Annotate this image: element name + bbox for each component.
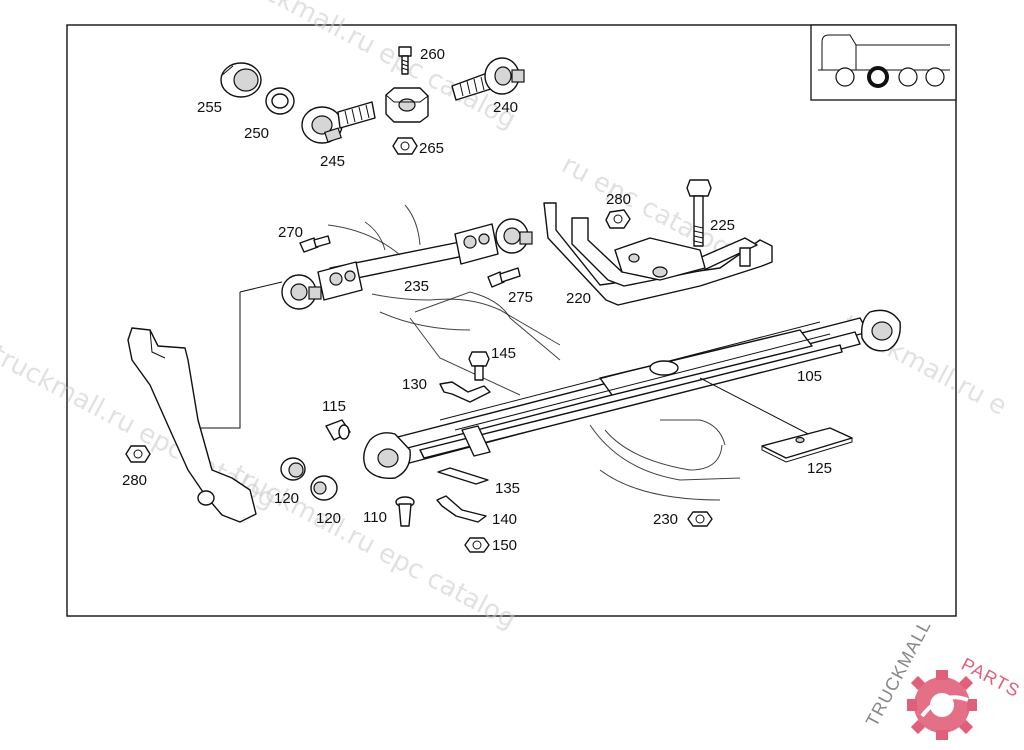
- part-265-nut: [392, 137, 418, 155]
- part-280-nut-top: [605, 209, 631, 229]
- axle-position-icon: [810, 24, 957, 101]
- label-110: 110: [363, 509, 387, 526]
- label-270: 270: [278, 224, 303, 241]
- label-235: 235: [404, 278, 429, 295]
- part-280-nut-left: [125, 445, 151, 463]
- part-125-plate: [761, 427, 853, 463]
- label-260: 260: [420, 46, 445, 63]
- part-clamp: [385, 87, 429, 123]
- logo-text-parts: PARTS: [958, 654, 1023, 701]
- part-245-ball-joint: [301, 101, 376, 144]
- part-135-plate: [437, 467, 489, 485]
- track-rod-assembly: [281, 204, 533, 310]
- label-230: 230: [653, 511, 678, 528]
- part-255-bushing: [220, 62, 262, 98]
- part-225-bolt: [686, 179, 712, 247]
- part-120-bushing-a: [280, 457, 306, 481]
- part-145-bolt: [468, 351, 490, 381]
- part-260-bolt: [398, 46, 412, 75]
- label-120-b: 120: [316, 510, 341, 527]
- label-250: 250: [244, 125, 269, 142]
- label-140: 140: [492, 511, 517, 528]
- part-120-bushing-b: [310, 475, 338, 501]
- part-number-labels: 255 250 245 260 265 240 270 275 235 280 …: [122, 46, 832, 554]
- label-275: 275: [508, 289, 533, 306]
- label-280-top: 280: [606, 191, 631, 208]
- label-145: 145: [491, 345, 516, 362]
- label-265: 265: [419, 140, 444, 157]
- gear-icon: [907, 670, 977, 740]
- part-230-nut: [687, 511, 713, 527]
- label-240: 240: [493, 99, 518, 116]
- label-125: 125: [807, 460, 832, 477]
- label-130: 130: [402, 376, 427, 393]
- part-220-bracket: [543, 202, 773, 306]
- part-115-pin: [325, 419, 351, 441]
- part-140-bracket: [436, 495, 487, 523]
- label-225: 225: [710, 217, 735, 234]
- label-255: 255: [197, 99, 222, 116]
- label-280-left: 280: [122, 472, 147, 489]
- truckmall-logo: TRUCKMALL PARTS: [862, 616, 1023, 740]
- part-110-bolt: [395, 496, 415, 527]
- frame-hanger-bracket: [127, 281, 283, 523]
- label-150: 150: [492, 537, 517, 554]
- part-150-nut: [464, 537, 490, 553]
- part-130-bracket: [439, 381, 491, 403]
- label-220: 220: [566, 290, 591, 307]
- label-115: 115: [322, 398, 346, 415]
- part-240-ball-joint: [451, 57, 525, 101]
- part-235-chassis-outline: [371, 291, 741, 501]
- part-105-leaf-spring: [363, 309, 901, 479]
- diagram-frame: [66, 24, 957, 617]
- label-120-a: 120: [274, 490, 299, 507]
- label-135: 135: [495, 480, 520, 497]
- label-105: 105: [797, 368, 822, 385]
- part-250-ring: [265, 87, 295, 115]
- label-245: 245: [320, 153, 345, 170]
